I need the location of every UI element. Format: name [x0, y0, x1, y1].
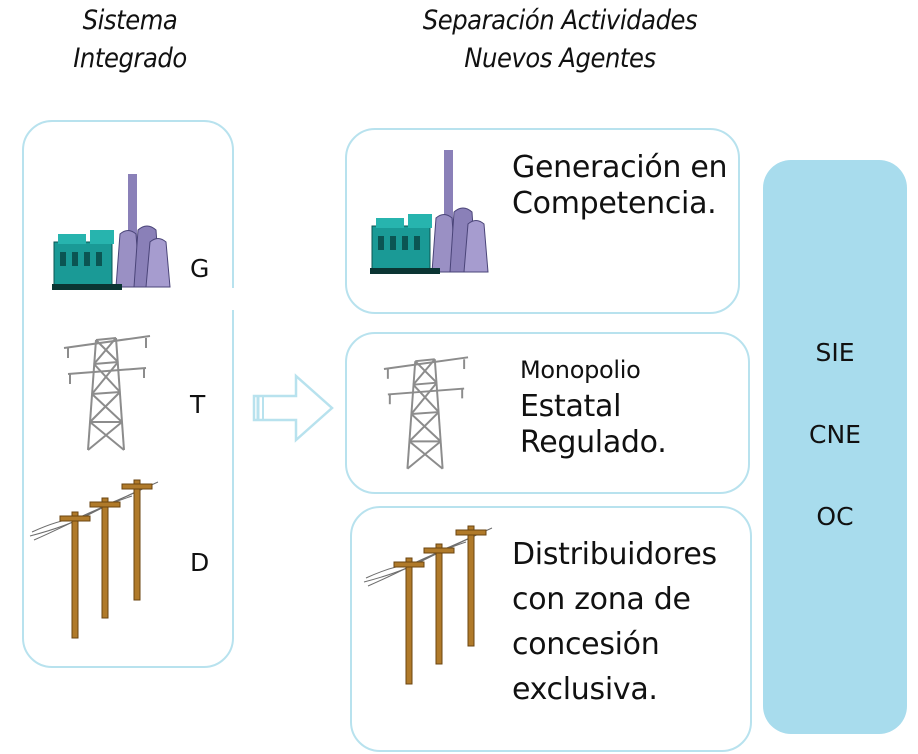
- distribution-text-line-2: con zona de: [512, 582, 691, 617]
- agency-cne: CNE: [809, 420, 861, 449]
- agencies-panel: SIE CNE OC: [763, 160, 907, 734]
- generation-text: Generación en Competencia.: [512, 150, 728, 222]
- box-border-gap: [228, 288, 238, 310]
- transmission-text-line-3: Regulado.: [520, 424, 667, 460]
- agency-sie: SIE: [815, 338, 855, 367]
- distribution-letter: D: [190, 548, 210, 577]
- utility-pole-icon: [363, 525, 493, 685]
- right-arrow-icon: [252, 373, 334, 443]
- distribution-text: Distribuidores con zona de concesión exc…: [512, 532, 717, 712]
- distribution-box: [350, 506, 752, 752]
- right-title-line-2: Nuevos Agentes: [464, 43, 656, 74]
- transmission-box: [345, 332, 750, 494]
- distribution-text-line-3: concesión: [512, 627, 660, 662]
- distribution-text-line-1: Distribuidores: [512, 537, 717, 572]
- utility-pole-icon: [29, 479, 159, 639]
- transmission-letter: T: [190, 390, 206, 419]
- distribution-text-line-4: exclusiva.: [512, 672, 658, 707]
- left-title-line-1: Sistema: [82, 5, 178, 36]
- transmission-text: Monopolio Estatal Regulado.: [520, 356, 667, 461]
- transmission-tower-icon: [63, 335, 151, 451]
- transmission-tower-icon: [383, 356, 469, 470]
- power-plant-icon: [52, 174, 171, 290]
- left-title-line-2: Integrado: [73, 43, 187, 74]
- right-title-line-1: Separación Actividades: [422, 5, 698, 36]
- left-title: Sistema Integrado: [40, 2, 220, 78]
- agency-oc: OC: [816, 502, 854, 531]
- generation-text-line-2: Competencia.: [512, 186, 717, 221]
- transmission-text-line-1: Monopolio: [520, 356, 641, 384]
- generation-text-line-1: Generación en: [512, 150, 728, 185]
- right-title: Separación Actividades Nuevos Agentes: [398, 2, 722, 78]
- power-plant-icon: [370, 150, 489, 274]
- generation-letter: G: [190, 254, 210, 283]
- transmission-text-line-2: Estatal: [520, 388, 622, 424]
